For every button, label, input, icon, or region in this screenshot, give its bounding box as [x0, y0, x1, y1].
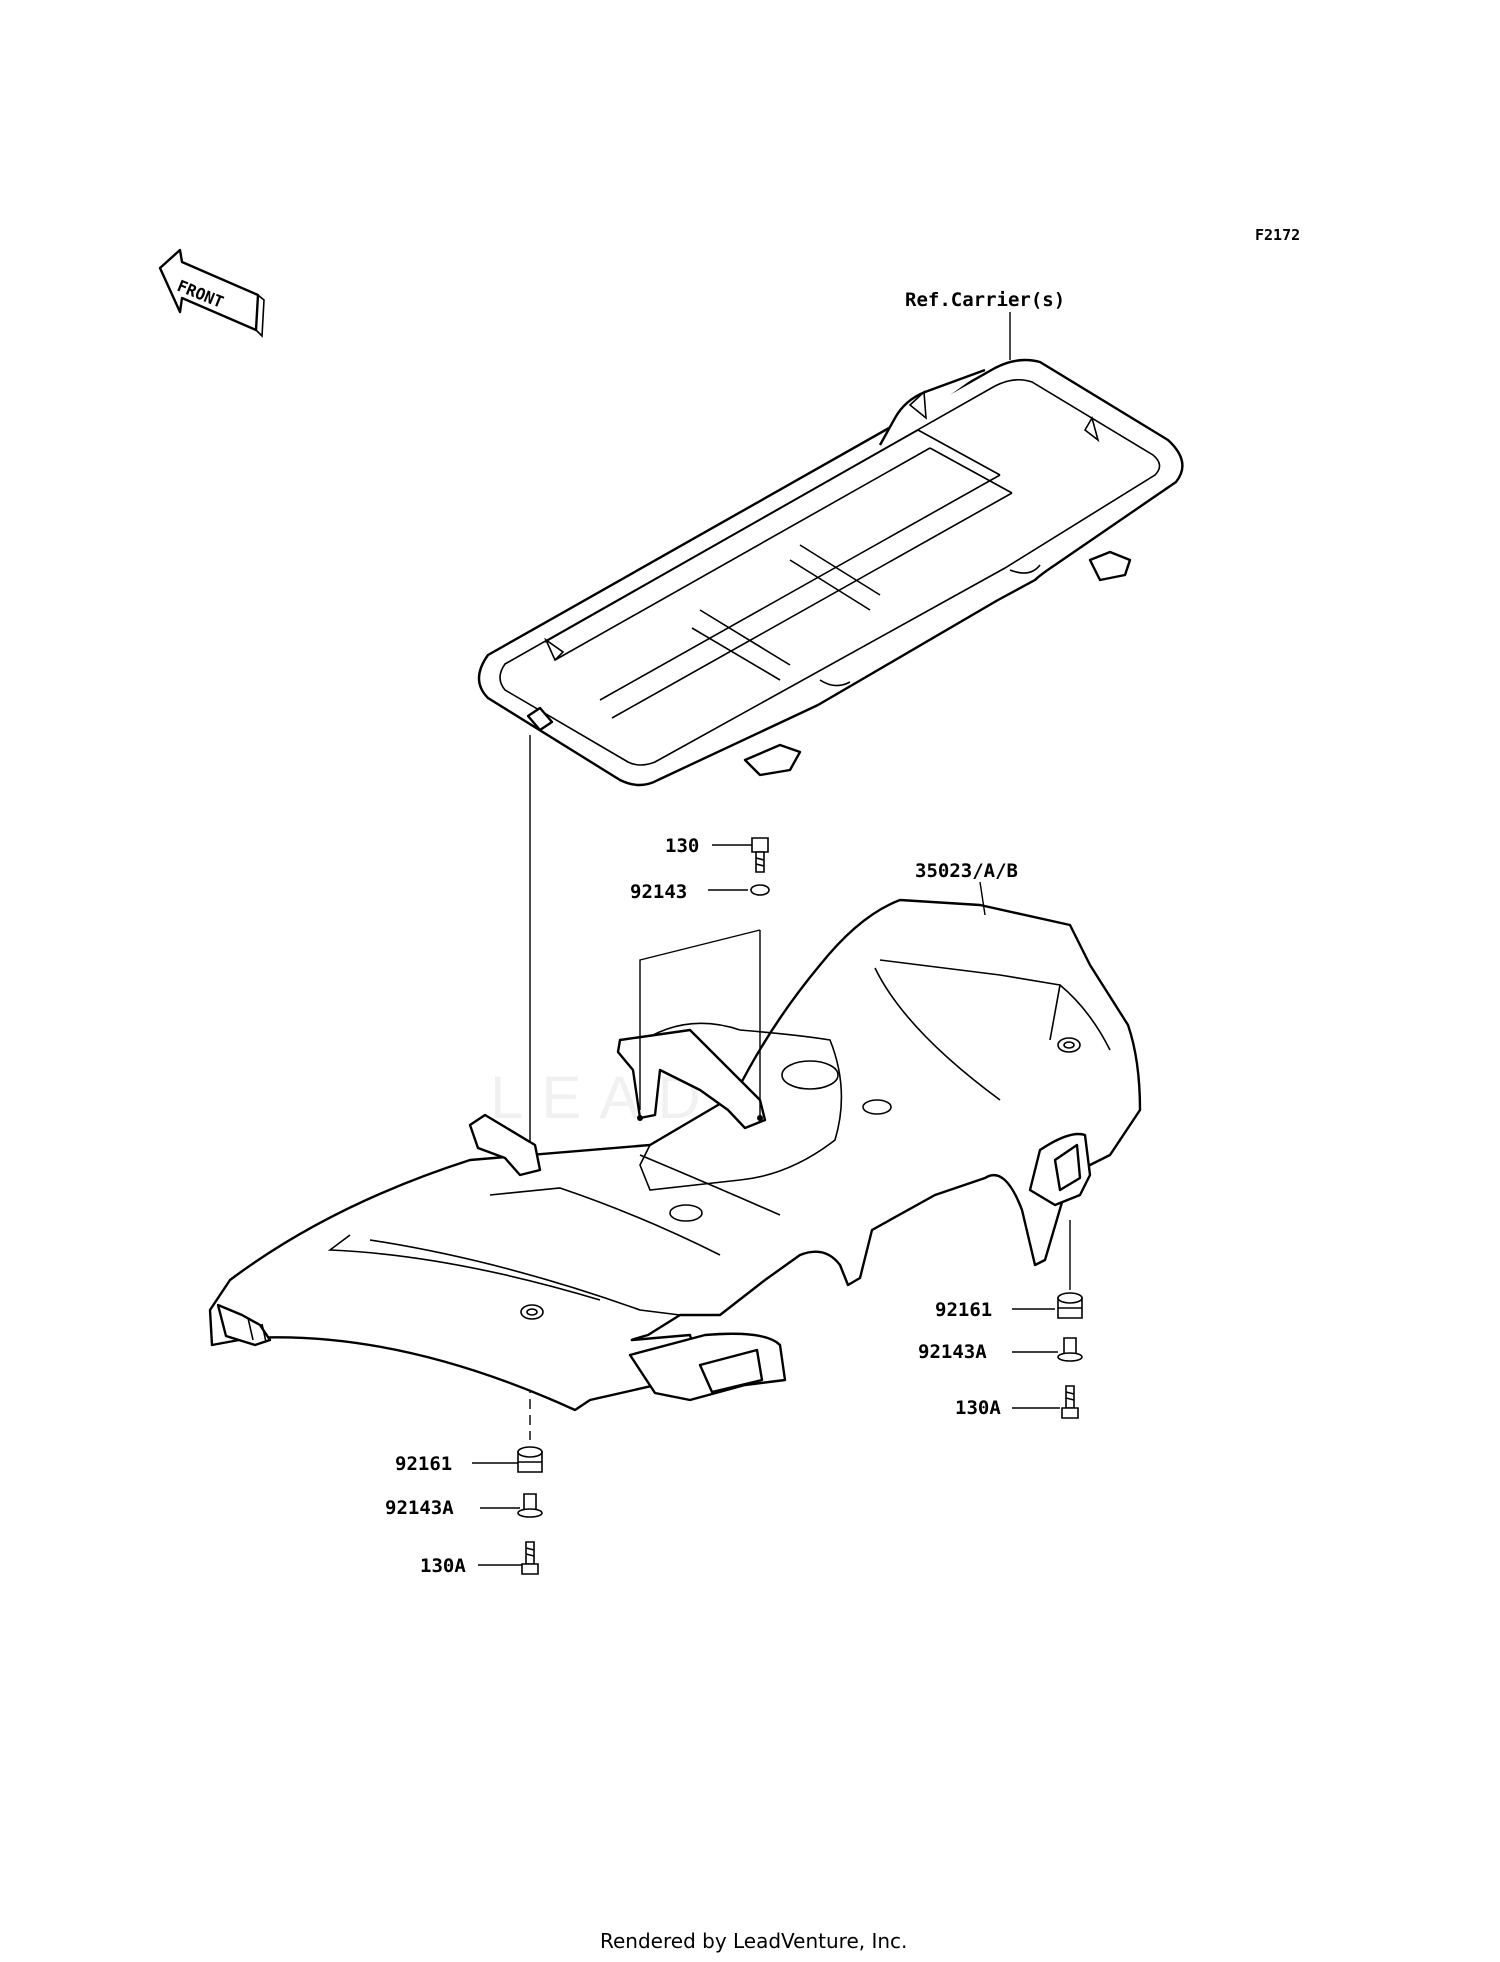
callout-collar-right: 92143A [918, 1341, 987, 1363]
callout-collar-left: 92143A [385, 1497, 454, 1519]
grommet-92161-right-icon [1057, 1292, 1083, 1319]
front-arrow-icon: FRONT [158, 248, 265, 338]
bolt-130-icon [751, 837, 769, 873]
figure-code: F2172 [1255, 226, 1300, 244]
bolt-130a-right-icon [1061, 1385, 1079, 1419]
grommet-92161-left-icon [517, 1446, 543, 1473]
callout-grommet-left: 92161 [395, 1453, 452, 1475]
callout-washer-top: 92143 [630, 881, 687, 903]
collar-92143a-right-icon [1057, 1337, 1083, 1362]
callout-bolt-top: 130 [665, 835, 699, 857]
rear-carrier [477, 358, 1184, 787]
rear-fender [208, 898, 1142, 1412]
callout-carrier-ref: Ref.Carrier(s) [905, 289, 1065, 311]
callout-grommet-right: 92161 [935, 1299, 992, 1321]
collar-92143a-left-icon [517, 1493, 543, 1518]
footer-credit: Rendered by LeadVenture, Inc. [600, 1929, 907, 1953]
bolt-130a-left-icon [521, 1541, 539, 1575]
callout-bolt-right: 130A [955, 1397, 1001, 1419]
washer-92143-icon [750, 884, 770, 896]
callout-bolt-left: 130A [420, 1555, 466, 1577]
callout-fender: 35023/A/B [915, 860, 1018, 882]
